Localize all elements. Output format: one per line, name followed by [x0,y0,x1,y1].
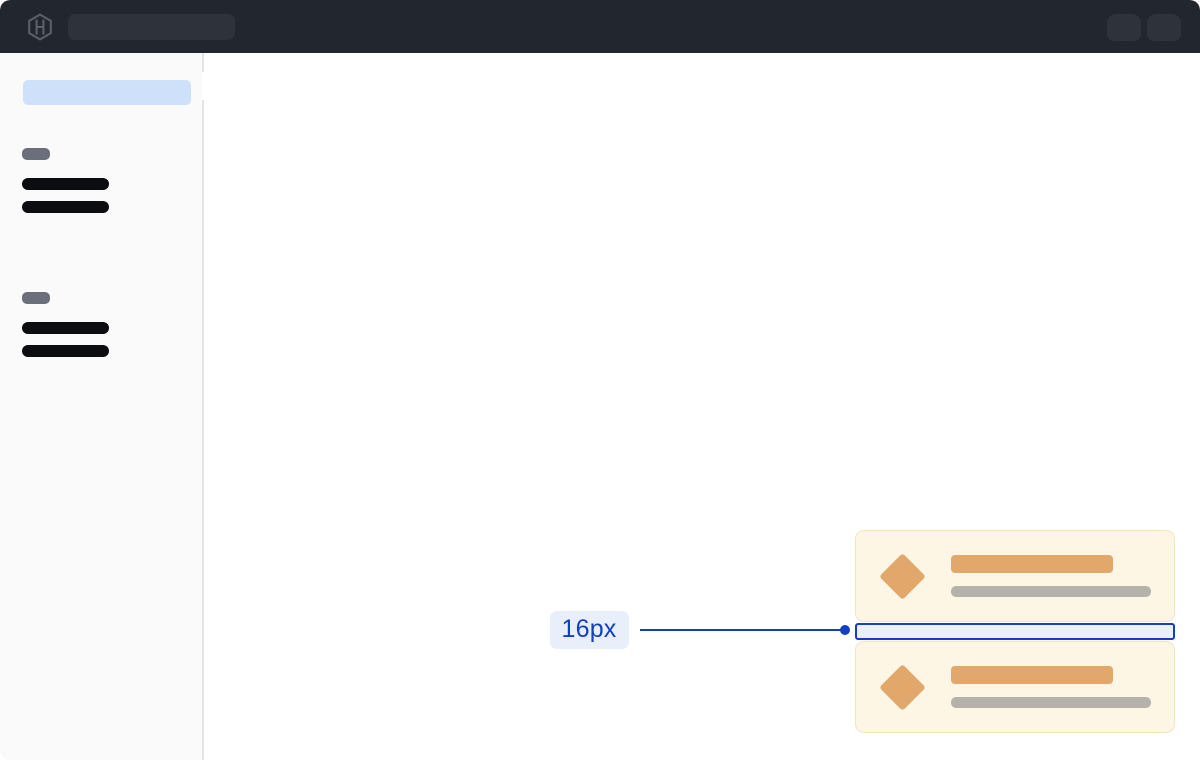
sidebar-group-1 [22,148,109,213]
diamond-icon [878,552,926,600]
list-item-text [950,555,1151,597]
list-item-title [950,666,1113,684]
inspected-card-stack [854,530,1175,733]
search-input[interactable] [68,14,235,40]
diamond-icon [878,663,926,711]
list-item-title [950,555,1113,573]
top-bar [0,0,1200,53]
sidebar [0,53,202,760]
list-item-subtitle [950,586,1151,597]
sidebar-item[interactable] [22,345,109,357]
list-item[interactable] [854,530,1175,622]
sidebar-item[interactable] [22,322,109,334]
hexagon-logo-icon[interactable] [26,13,54,41]
topbar-action-one[interactable] [1107,14,1141,41]
sidebar-group-label [22,292,50,304]
sidebar-divider [202,53,204,760]
list-item-text [950,666,1151,708]
topbar-action-two[interactable] [1147,14,1181,41]
sidebar-item[interactable] [22,201,109,213]
list-item-subtitle [950,697,1151,708]
measurement-endpoint-dot [839,624,850,635]
sidebar-item[interactable] [22,178,109,190]
spacing-gap-highlight [854,623,1175,640]
sidebar-item-active[interactable] [23,80,191,105]
main-canvas: 16px [203,53,1200,760]
sidebar-group-2 [22,292,109,357]
measurement-leader-line [639,628,844,631]
list-item[interactable] [854,641,1175,733]
body-area: 16px [0,53,1200,760]
sidebar-group-label [22,148,50,160]
measurement-value-label: 16px [549,611,629,649]
